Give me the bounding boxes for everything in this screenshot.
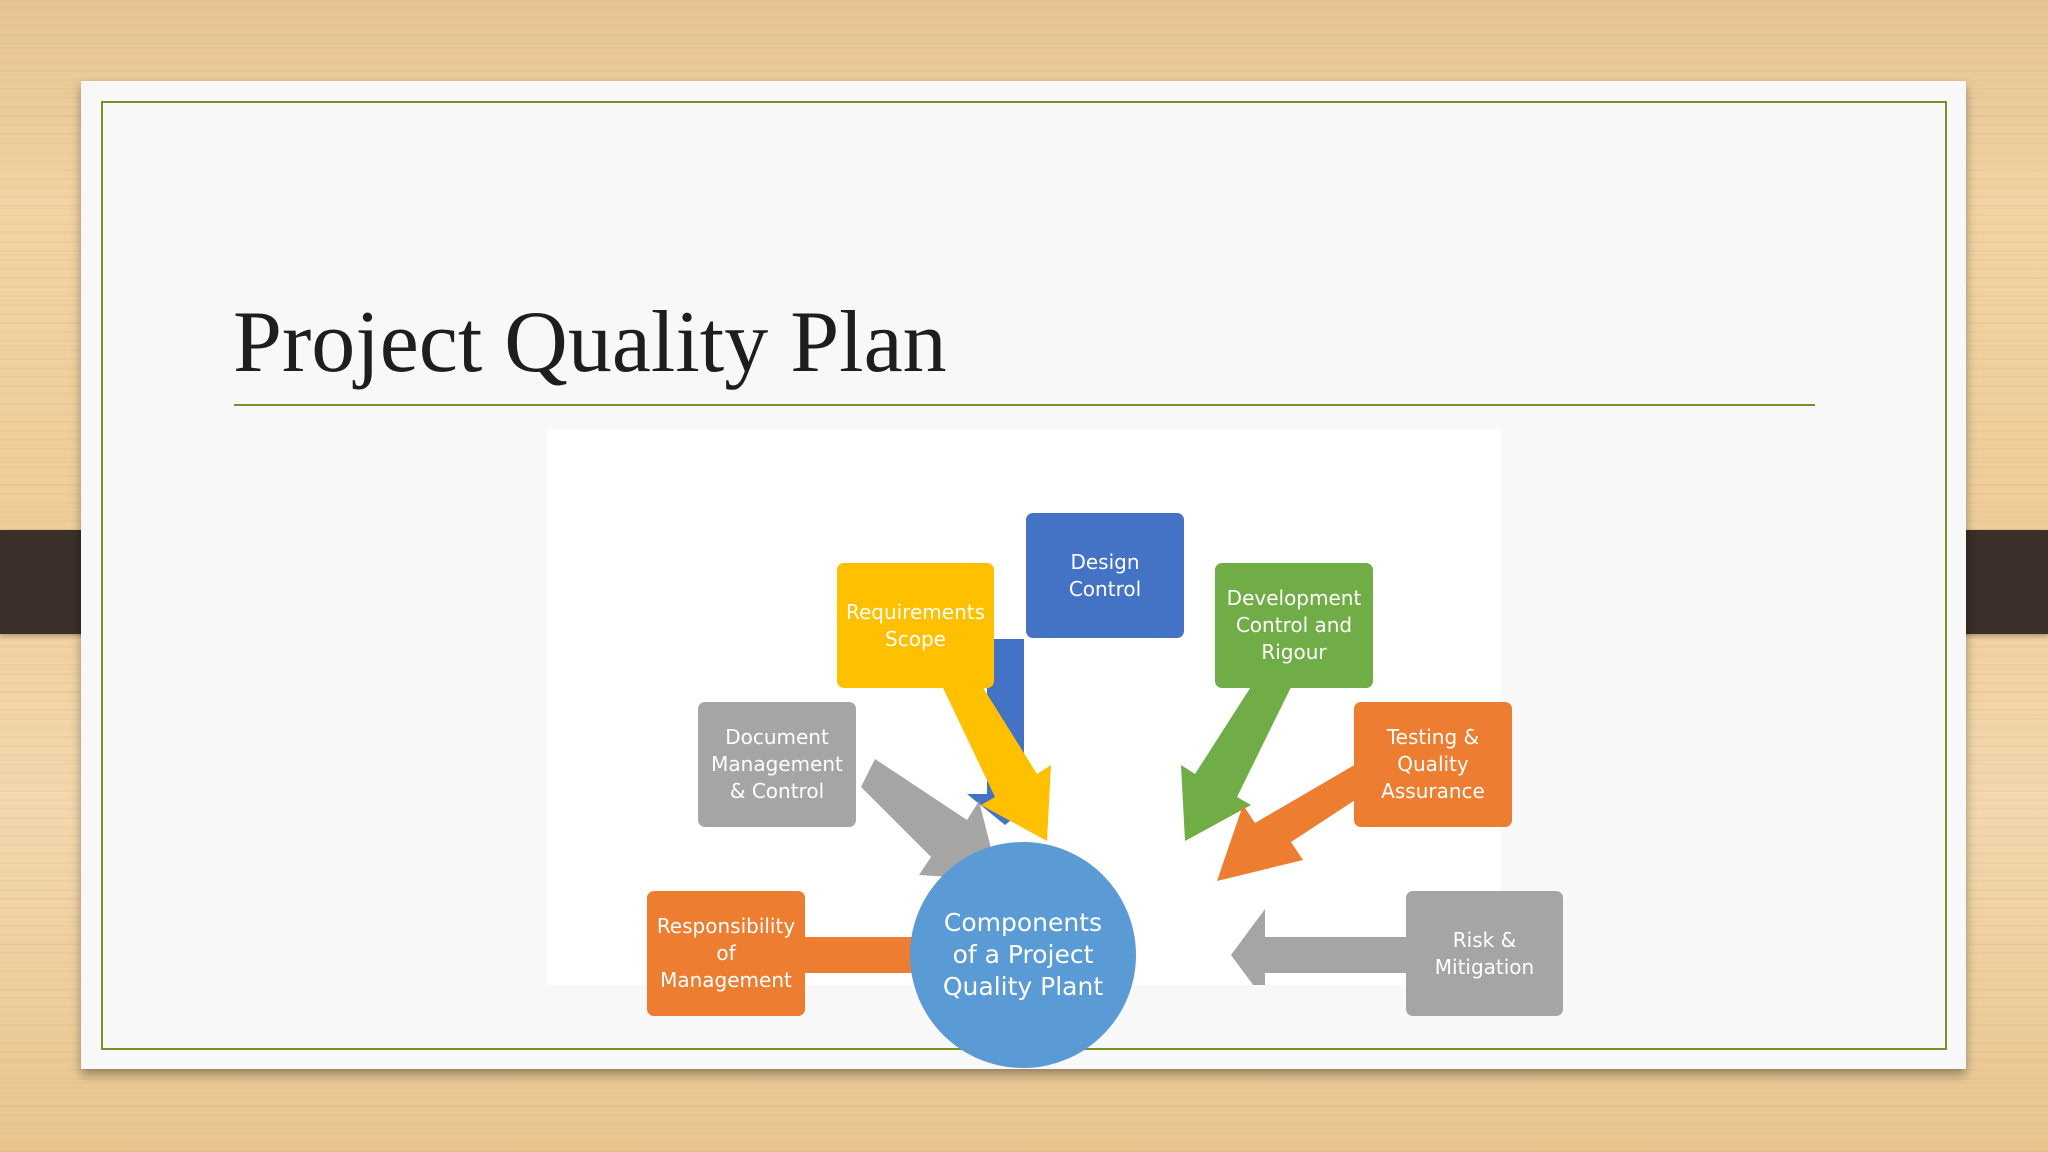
arrow-risk-mitigation (1231, 909, 1407, 985)
arrow-testing-quality (1217, 760, 1375, 881)
node-label: Testing & Quality Assurance (1381, 725, 1485, 803)
node-document-management: Document Management & Control (698, 702, 856, 827)
arrow-requirements-scope (935, 654, 1051, 841)
node-testing-quality: Testing & Quality Assurance (1354, 702, 1512, 827)
node-responsibility-management: Responsibility of Management (647, 891, 805, 1016)
title-divider (234, 404, 1815, 406)
center-label: Components of a Project Quality Plant (942, 908, 1104, 1001)
node-label: Risk & Mitigation (1434, 927, 1535, 979)
node-label: Responsibility of Management (656, 914, 796, 992)
diagram-arrows (803, 639, 1407, 985)
node-design-control: Design Control (1026, 513, 1184, 638)
arrow-document-management (861, 759, 999, 880)
node-risk-mitigation: Risk & Mitigation (1406, 891, 1563, 1016)
node-label: Development Control and Rigour (1226, 586, 1362, 664)
node-label: Design Control (1068, 549, 1142, 601)
center-circle: Components of a Project Quality Plant (910, 842, 1136, 1068)
node-development-control: Development Control and Rigour (1215, 563, 1373, 688)
node-label: Document Management & Control (711, 725, 843, 803)
slide: Project Quality Plan Design Control Requ… (81, 81, 1966, 1069)
quality-plan-diagram: Design Control Requirements Scope Develo… (547, 429, 1563, 1068)
slide-title: Project Quality Plan (233, 294, 947, 391)
node-label: Requirements Scope (845, 599, 986, 651)
node-requirements-scope: Requirements Scope (837, 563, 994, 688)
arrow-development-control (1181, 654, 1299, 841)
